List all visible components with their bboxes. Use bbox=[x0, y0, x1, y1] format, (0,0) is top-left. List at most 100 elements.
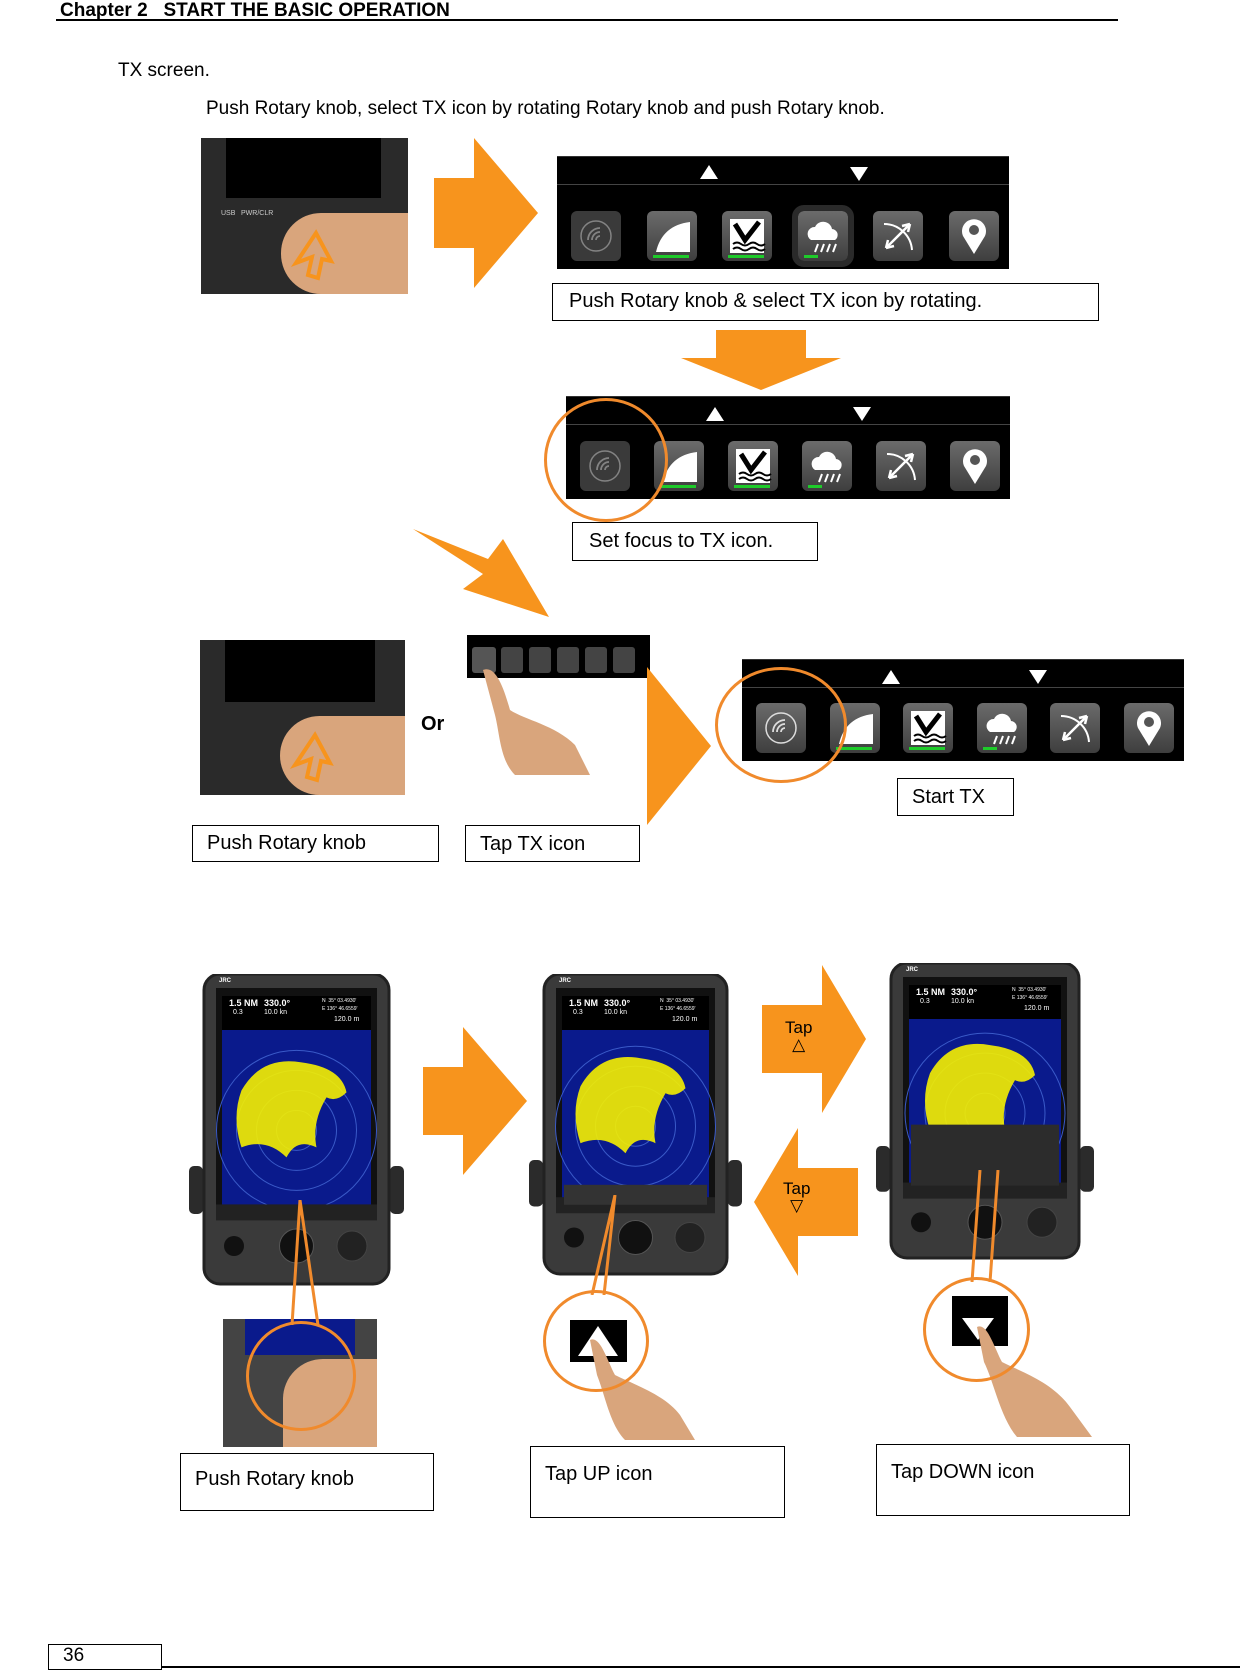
level-indicator bbox=[660, 485, 696, 488]
caption-tap-tx: Tap TX icon bbox=[465, 825, 640, 862]
heading-readout: 330.0° bbox=[951, 987, 978, 997]
arrow-diagonal bbox=[413, 529, 549, 617]
caption-tap-down: Tap DOWN icon bbox=[876, 1444, 1130, 1516]
tapping-hand-image bbox=[483, 669, 590, 775]
rain-clutter-button[interactable] bbox=[976, 703, 1027, 753]
range-button[interactable] bbox=[1050, 703, 1101, 753]
sea-clutter-icon bbox=[730, 219, 766, 253]
section-heading: TX screen. bbox=[118, 60, 210, 81]
sea-clutter-button[interactable] bbox=[903, 703, 954, 753]
gain-icon bbox=[655, 222, 690, 252]
range-button[interactable] bbox=[876, 441, 926, 491]
tap-up-arrow-label: Tap △ bbox=[785, 1018, 813, 1054]
radar-device-drawing bbox=[189, 972, 404, 1286]
radar-device-drawing bbox=[876, 961, 1094, 1260]
page-number: 36 bbox=[48, 1644, 162, 1670]
range-icon bbox=[884, 222, 914, 251]
longitude-readout: E 136° 46.6559' bbox=[660, 1006, 696, 1012]
caption-push-knob-2: Push Rotary knob bbox=[180, 1453, 434, 1511]
tx-active-circle bbox=[715, 667, 847, 783]
caption-push-knob: Push Rotary knob bbox=[192, 825, 439, 862]
latitude-readout: N 35° 03.4930' bbox=[1012, 987, 1047, 993]
latitude-readout: N 35° 03.4930' bbox=[660, 998, 695, 1004]
toolbar-panel-1 bbox=[557, 156, 1009, 269]
rain-clutter-button[interactable] bbox=[791, 205, 854, 267]
level-indicator bbox=[652, 255, 689, 258]
speed-readout: 10.0 kn bbox=[604, 1009, 627, 1016]
ring-readout: 0.3 bbox=[920, 998, 930, 1005]
ring-readout: 0.3 bbox=[573, 1009, 583, 1016]
down-highlight-circle bbox=[923, 1277, 1030, 1382]
gain-icon bbox=[838, 714, 873, 744]
push-arrow-icon bbox=[290, 229, 335, 281]
chapter-number: Chapter 2 bbox=[60, 0, 148, 21]
caption-start-tx: Start TX bbox=[897, 778, 1014, 816]
sea-clutter-icon bbox=[911, 711, 947, 745]
instruction-text: Push Rotary knob, select TX icon by rota… bbox=[206, 98, 885, 119]
chapter-header: Chapter 2 START THE BASIC OPERATION bbox=[60, 0, 450, 22]
pin-button[interactable] bbox=[950, 441, 1000, 491]
depth-readout: 120.0 m bbox=[672, 1016, 698, 1023]
range-readout: 1.5 NM bbox=[569, 998, 599, 1008]
push-arrow-icon bbox=[289, 731, 334, 783]
arrow-right-2 bbox=[647, 667, 711, 825]
level-indicator bbox=[728, 255, 765, 258]
usb-label: USB bbox=[221, 210, 236, 217]
gain-icon bbox=[663, 452, 697, 482]
focus-highlight-circle bbox=[544, 398, 668, 522]
range-icon bbox=[886, 452, 916, 481]
depth-readout: 120.0 m bbox=[334, 1016, 360, 1023]
mini-toolbar bbox=[467, 635, 650, 678]
range-readout: 1.5 NM bbox=[229, 998, 259, 1008]
depth-readout: 120.0 m bbox=[1024, 1005, 1050, 1012]
tx-button[interactable] bbox=[571, 211, 621, 261]
level-indicator bbox=[803, 255, 819, 258]
gain-button[interactable] bbox=[646, 211, 697, 261]
rotary-knob-photo: PWR/CLR USB bbox=[201, 138, 408, 294]
rain-clutter-icon bbox=[811, 451, 842, 483]
sea-clutter-icon bbox=[736, 449, 772, 483]
radar-device-drawing bbox=[529, 972, 742, 1276]
heading-readout: 330.0° bbox=[264, 998, 291, 1008]
up-highlight-circle bbox=[543, 1290, 649, 1392]
sea-clutter-button[interactable] bbox=[728, 441, 778, 491]
range-button[interactable] bbox=[873, 211, 924, 261]
tap-up-arrow bbox=[762, 965, 866, 1113]
pin-icon bbox=[1136, 711, 1161, 746]
pin-icon bbox=[961, 219, 986, 254]
caption-set-focus: Set focus to TX icon. bbox=[572, 522, 818, 561]
caption-tap-up: Tap UP icon bbox=[530, 1446, 785, 1518]
range-readout: 1.5 NM bbox=[916, 987, 946, 997]
brand-label: JRC bbox=[559, 978, 572, 984]
rain-clutter-button[interactable] bbox=[802, 441, 852, 491]
or-label: Or bbox=[421, 713, 445, 735]
level-indicator bbox=[835, 747, 872, 750]
ring-readout: 0.3 bbox=[233, 1009, 243, 1016]
sea-clutter-button[interactable] bbox=[722, 211, 773, 261]
footer-rule bbox=[162, 1666, 1240, 1668]
caption-select-tx: Push Rotary knob & select TX icon by rot… bbox=[552, 283, 1099, 321]
arrow-down bbox=[681, 330, 841, 390]
tapping-hand-image bbox=[590, 1339, 695, 1440]
pin-button[interactable] bbox=[1123, 703, 1174, 753]
level-indicator bbox=[982, 747, 998, 750]
arrow-right bbox=[434, 138, 538, 288]
range-icon bbox=[1061, 714, 1091, 743]
tx-icon bbox=[580, 220, 612, 252]
tap-down-arrow bbox=[754, 1128, 858, 1276]
header-rule bbox=[56, 19, 1118, 21]
brand-label: JRC bbox=[219, 978, 232, 984]
level-indicator bbox=[808, 485, 823, 488]
pin-icon bbox=[963, 449, 987, 484]
rotary-knob-photo-2 bbox=[200, 640, 405, 795]
pin-button[interactable] bbox=[948, 211, 999, 261]
rain-clutter-icon bbox=[986, 713, 1017, 745]
level-indicator bbox=[734, 485, 770, 488]
brand-label: JRC bbox=[906, 967, 919, 973]
heading-readout: 330.0° bbox=[604, 998, 631, 1008]
callout-line bbox=[290, 1200, 320, 1325]
arrow-right-3 bbox=[423, 1027, 527, 1175]
speed-readout: 10.0 kn bbox=[951, 998, 974, 1005]
